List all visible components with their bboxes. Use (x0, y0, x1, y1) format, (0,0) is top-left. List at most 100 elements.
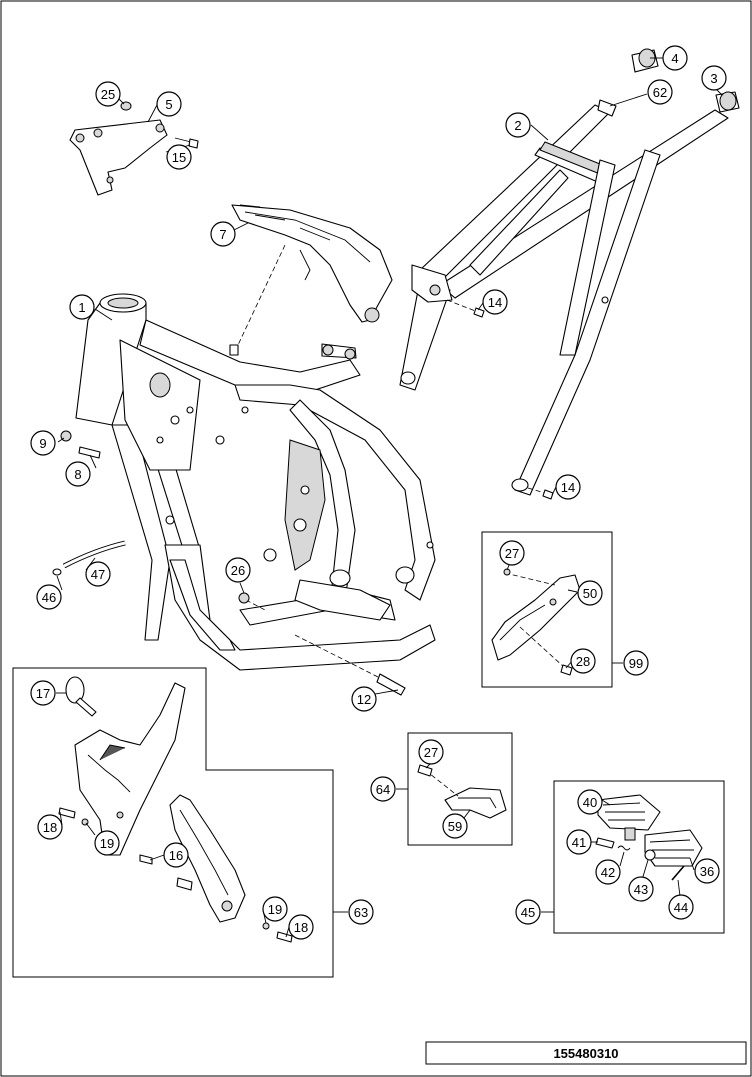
svg-text:2: 2 (514, 118, 521, 133)
svg-text:27: 27 (424, 745, 438, 760)
callout-3: 3 (701, 65, 727, 91)
svg-text:1: 1 (78, 300, 85, 315)
svg-text:19: 19 (268, 902, 282, 917)
footrest-36-drawing (644, 829, 703, 867)
group-box-99 (481, 531, 613, 688)
svg-text:18: 18 (294, 920, 308, 935)
callout-43: 43 (628, 876, 654, 902)
svg-text:4: 4 (671, 51, 678, 66)
svg-text:7: 7 (219, 227, 226, 242)
callout-99: 99 (623, 650, 649, 676)
washer-43-drawing (644, 849, 656, 861)
callout-25: 25 (95, 81, 121, 107)
svg-text:5: 5 (165, 97, 172, 112)
callout-47: 47 (85, 561, 111, 587)
svg-text:59: 59 (448, 819, 462, 834)
callout-14-lower: 14 (555, 474, 581, 500)
callout-5: 5 (156, 91, 182, 117)
svg-text:36: 36 (700, 864, 714, 879)
frame-protector-right-16-drawing (169, 794, 246, 923)
callout-64: 64 (370, 776, 396, 802)
callout-40: 40 (577, 789, 603, 815)
end-cap-3-drawing (715, 91, 740, 113)
callout-27-group99: 27 (499, 540, 525, 566)
bolt-12-drawing (294, 634, 406, 696)
bolt-14-lower-drawing (527, 487, 554, 500)
svg-text:41: 41 (572, 835, 586, 850)
svg-text:47: 47 (91, 567, 105, 582)
svg-text:17: 17 (36, 686, 50, 701)
svg-text:9: 9 (39, 436, 46, 451)
svg-text:42: 42 (601, 865, 615, 880)
svg-text:26: 26 (231, 563, 245, 578)
svg-text:15: 15 (172, 150, 186, 165)
callout-28: 28 (570, 648, 596, 674)
callout-9: 9 (30, 430, 56, 456)
callout-62: 62 (647, 79, 673, 105)
clip-46-drawing (52, 568, 62, 576)
callout-7: 7 (210, 221, 236, 247)
bolt-14-upper-drawing (446, 299, 485, 318)
guard-59-drawing (417, 764, 507, 819)
svg-text:44: 44 (674, 900, 688, 915)
svg-text:62: 62 (653, 85, 667, 100)
bolt-18-left-drawing (58, 807, 89, 826)
spring-42-drawing (617, 845, 631, 851)
svg-text:28: 28 (576, 654, 590, 669)
bolt-18-right-drawing (262, 922, 293, 943)
pin-41-drawing (595, 837, 615, 849)
callout-41: 41 (566, 829, 592, 855)
bolt-8-drawing (78, 446, 101, 459)
svg-text:40: 40 (583, 795, 597, 810)
svg-text:63: 63 (354, 905, 368, 920)
svg-text:14: 14 (561, 480, 575, 495)
rear-subframe-drawing (399, 99, 729, 496)
callout-16: 16 (163, 842, 189, 868)
callout-59: 59 (442, 813, 468, 839)
callout-2: 2 (505, 112, 531, 138)
callout-8: 8 (65, 461, 91, 487)
callout-18-right: 18 (288, 914, 314, 940)
callout-46: 46 (36, 584, 62, 610)
footrest-40-drawing (597, 794, 661, 841)
svg-text:12: 12 (357, 692, 371, 707)
callout-45: 45 (515, 899, 541, 925)
callout-26: 26 (225, 557, 251, 583)
svg-text:3: 3 (710, 71, 717, 86)
sleeve-16-drawing (139, 854, 193, 891)
hose-47-drawing (62, 540, 126, 569)
svg-text:16: 16 (169, 848, 183, 863)
callout-19-right: 19 (262, 896, 288, 922)
end-cap-4-drawing (631, 48, 659, 73)
callout-44: 44 (668, 894, 694, 920)
bracket-5-drawing (69, 101, 199, 196)
callout-15: 15 (166, 144, 192, 170)
callout-12: 12 (351, 686, 377, 712)
callout-42: 42 (595, 859, 621, 885)
main-frame-drawing (75, 293, 436, 671)
svg-text:50: 50 (583, 586, 597, 601)
svg-text:45: 45 (521, 905, 535, 920)
callout-50: 50 (577, 580, 603, 606)
callout-63: 63 (348, 899, 374, 925)
svg-text:25: 25 (101, 87, 115, 102)
svg-text:43: 43 (634, 882, 648, 897)
frame-protector-left-drawing (74, 682, 186, 856)
callout-27-group64: 27 (418, 739, 444, 765)
guard-7-drawing (231, 204, 393, 346)
callout-4: 4 (662, 45, 688, 71)
callout-19-left: 19 (94, 830, 120, 856)
callout-17: 17 (30, 680, 56, 706)
svg-text:8: 8 (74, 467, 81, 482)
callout-1: 1 (69, 294, 95, 320)
svg-text:27: 27 (505, 546, 519, 561)
svg-text:18: 18 (43, 820, 57, 835)
group-box-63 (12, 667, 334, 978)
callout-36: 36 (694, 858, 720, 884)
callout-14-upper: 14 (482, 289, 508, 315)
guard-50-drawing (491, 568, 581, 676)
drawing-number-box: 155480310 (425, 1041, 747, 1065)
